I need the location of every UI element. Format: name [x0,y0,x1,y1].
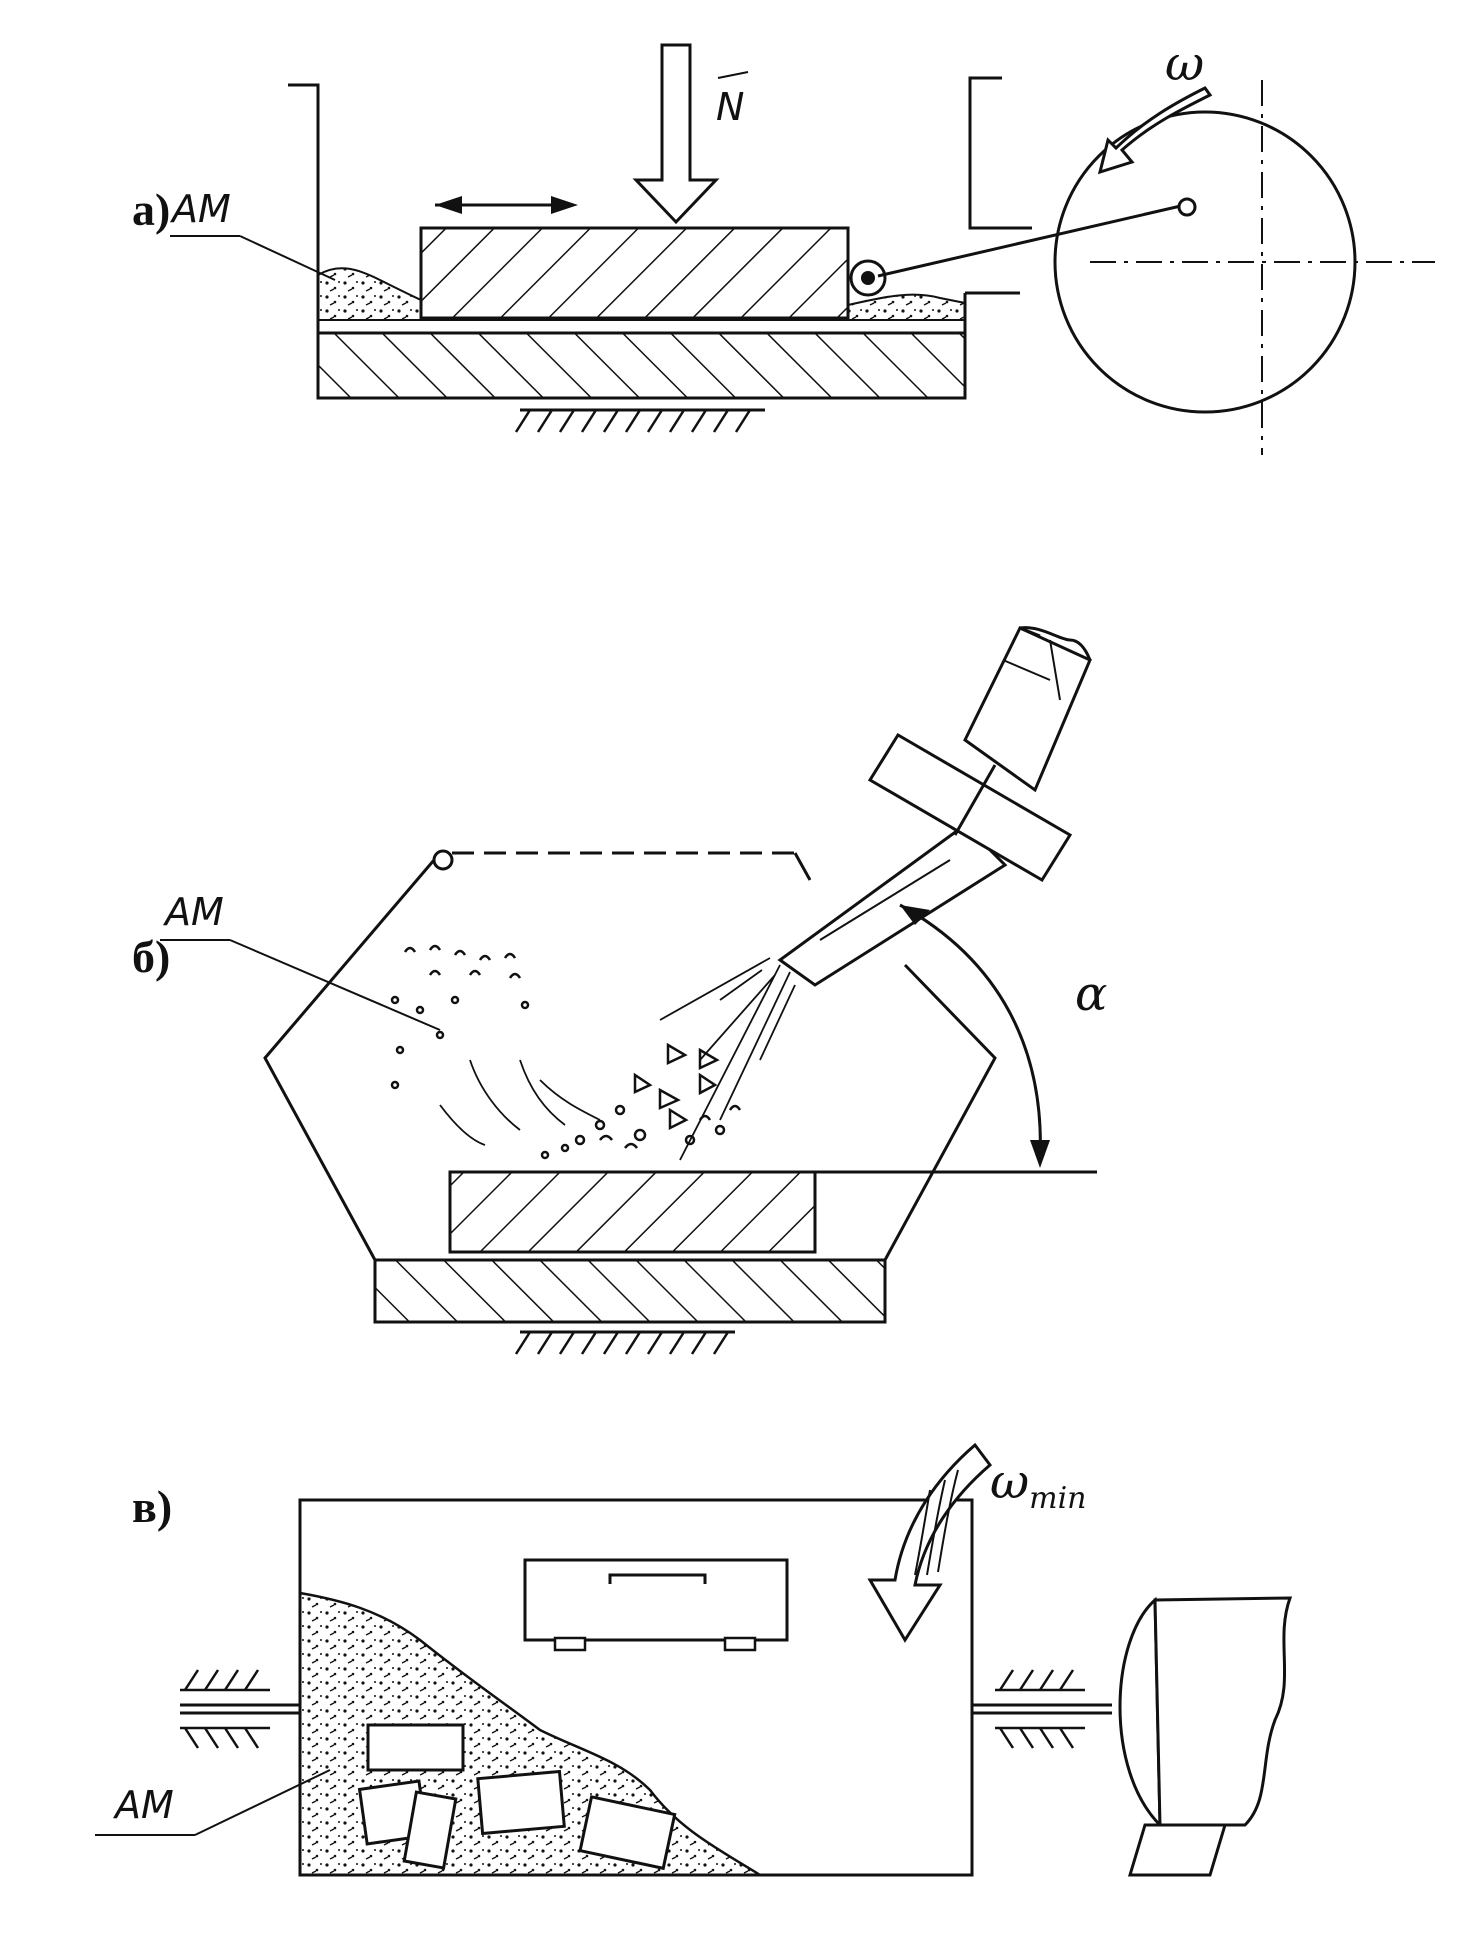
connecting-rod [877,203,1186,278]
tank-right-bracket [968,76,1032,230]
workpiece-b [448,1170,817,1254]
drum-workpieces [357,1723,677,1871]
ground-hatch-b [514,1331,730,1355]
angle-arc [899,903,1042,1161]
material-label-b: АМ [162,890,224,934]
abrasive-pile-left [317,267,422,321]
chamber-left [263,852,442,1261]
bearing-left [180,1669,270,1749]
material-label-c: АМ [112,1783,174,1827]
lid-end [793,852,812,881]
rotation-arrow-icon [1097,86,1213,175]
panel-label-c: в) [132,1481,172,1532]
abrasive-pile-right [847,293,966,321]
panel-c: ωmin в) АМ [95,1442,1293,1877]
abrasive-spray [439,957,796,1161]
panel-label-a: а) [132,184,170,235]
workpiece [419,226,850,320]
ground-hatch-a [514,409,752,433]
lid-hinge [432,849,454,871]
drive-motor [1118,1596,1293,1877]
base-plate-b [373,1258,887,1324]
blast-nozzle [777,626,1092,987]
panel-b: α б) АМ [132,626,1107,1355]
force-label: N [716,85,744,129]
rotation-label: ω [1165,36,1204,92]
crank-pin [1177,197,1197,217]
angle-label: α [1075,966,1107,1022]
force-vector-bar [717,71,749,79]
panel-label-b: б) [132,931,170,982]
force-arrow-icon [632,43,720,225]
tank-left-wall [288,83,320,398]
abrasive-particles [390,944,742,1160]
rotation-arrow-icon-c [867,1442,993,1643]
base-plate [316,331,967,400]
panel-a: ω N а) АМ [132,36,1435,455]
rotation-label-c: ωmin [990,1454,1087,1516]
chamber-right [883,963,997,1261]
material-label-a: АМ [169,187,231,231]
bearing-right [995,1669,1085,1749]
drum-window [523,1558,789,1642]
